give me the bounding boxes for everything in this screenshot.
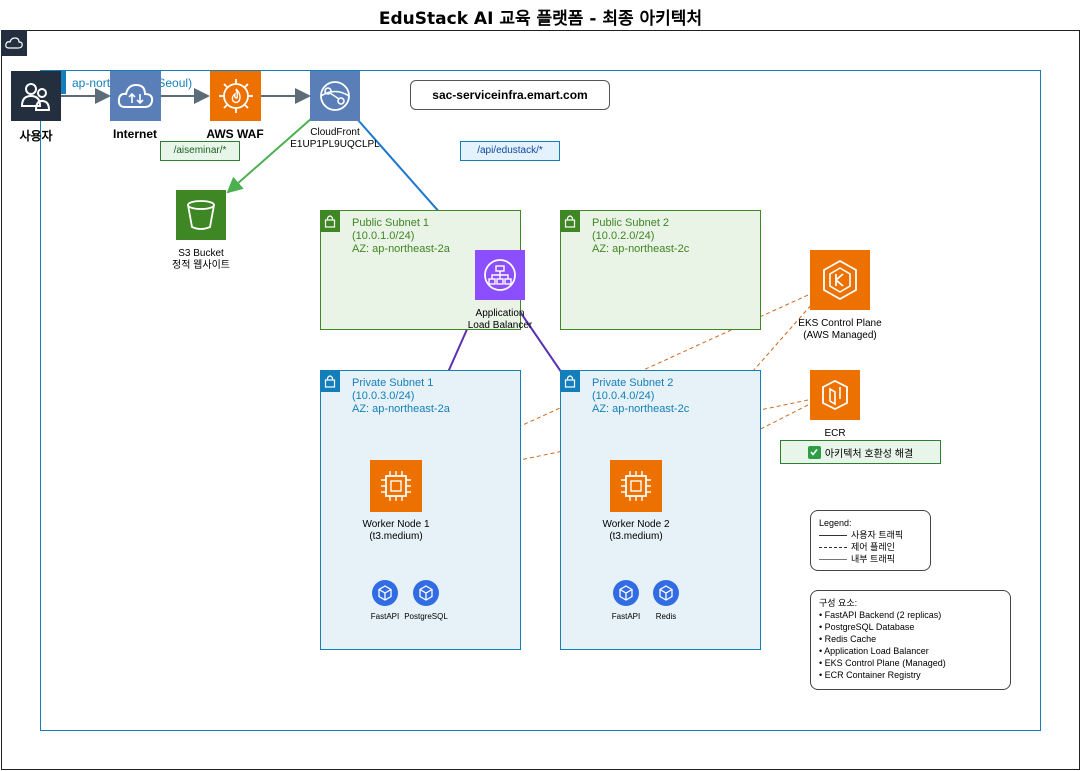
kubernetes-pod-icon — [613, 580, 639, 606]
public-subnet-1-cidr: (10.0.1.0/24) — [352, 230, 415, 242]
cloudfront-label: CloudFront E1UP1PL9UQCLPL — [275, 127, 395, 151]
diagram-title: EduStack AI 교육 플랫폼 - 최종 아키텍처 — [378, 9, 703, 29]
pod-label: FastAPI — [611, 612, 641, 621]
legend-box: Legend: 사용자 트래픽 제어 플레인 내부 트래픽 — [810, 510, 931, 571]
path-tag-aiseminar: /aiseminar/* — [160, 141, 240, 161]
private-subnet-2-name: Private Subnet 2 — [592, 377, 674, 389]
public-subnet-2 — [560, 210, 761, 330]
lock-icon — [560, 210, 580, 232]
waf-label: AWS WAF — [206, 127, 264, 141]
ec2-instance-icon — [610, 460, 662, 512]
alb-label: Application Load Balancer — [440, 308, 560, 332]
legend-item-label: 사용자 트래픽 — [851, 530, 904, 540]
users-icon — [11, 71, 61, 121]
s3-bucket-icon — [176, 190, 226, 240]
private-subnet-1-cidr: (10.0.3.0/24) — [352, 390, 415, 402]
ec2-instance-icon — [370, 460, 422, 512]
lock-icon — [320, 210, 340, 232]
compat-status-text: 아키텍처 호환성 해결 — [824, 448, 914, 460]
public-subnet-2-label: Public Subnet 2 (10.0.2.0/24) AZ: ap-nor… — [592, 217, 689, 256]
kubernetes-pod-icon — [372, 580, 398, 606]
worker-node-1-label: Worker Node 1 (t3.medium) — [336, 519, 456, 543]
component-item: • FastAPI Backend (2 replicas) — [819, 610, 942, 620]
component-item: • EKS Control Plane (Managed) — [819, 658, 946, 668]
internet-label: Internet — [112, 127, 157, 141]
domain-box: sac-serviceinfra.emart.com — [410, 80, 610, 110]
cloudfront-name: CloudFront — [310, 127, 360, 138]
cloudfront-icon — [310, 71, 360, 121]
public-subnet-1-az: AZ: ap-northeast-2a — [352, 243, 450, 255]
ecr-icon — [810, 370, 860, 420]
legend-item-label: 제어 플레인 — [851, 542, 895, 552]
load-balancer-icon — [475, 250, 525, 300]
private-subnet-1-az: AZ: ap-northeast-2a — [352, 403, 450, 415]
check-icon — [807, 445, 821, 459]
lock-icon — [320, 370, 340, 392]
cloudfront-id: E1UP1PL9UQCLPL — [290, 139, 380, 150]
pod-label: Redis — [655, 612, 677, 621]
legend-item: 제어 플레인 — [819, 541, 922, 553]
private-subnet-2-label: Private Subnet 2 (10.0.4.0/24) AZ: ap-no… — [592, 377, 689, 416]
aws-cloud-group — [1, 30, 1080, 770]
private-subnet-1-label: Private Subnet 1 (10.0.3.0/24) AZ: ap-no… — [352, 377, 450, 416]
worker-node-2-name: Worker Node 2 — [602, 519, 670, 530]
ecr-label: ECR — [824, 428, 846, 439]
eks-label: EKS Control Plane (AWS Managed) — [780, 318, 900, 342]
components-box: 구성 요소: • FastAPI Backend (2 replicas) • … — [810, 590, 1011, 690]
edge-cloudfront-s3 — [226, 117, 313, 194]
components-title: 구성 요소: — [819, 598, 858, 608]
component-item: • PostgreSQL Database — [819, 622, 915, 632]
user-label: 사용자 — [19, 129, 53, 143]
alb-name-2: Load Balancer — [467, 320, 533, 331]
lock-icon — [560, 370, 580, 392]
legend-item: 내부 트래픽 — [819, 553, 922, 565]
public-subnet-1-name: Public Subnet 1 — [352, 217, 430, 229]
kubernetes-pod-icon — [413, 580, 439, 606]
eks-icon — [810, 250, 870, 310]
worker-node-1-type: (t3.medium) — [369, 531, 423, 542]
eks-desc: (AWS Managed) — [803, 330, 877, 341]
alb-name-1: Application — [475, 308, 525, 319]
s3-name: S3 Bucket — [178, 248, 224, 259]
private-subnet-1-name: Private Subnet 1 — [352, 377, 434, 389]
worker-node-1-name: Worker Node 1 — [362, 519, 430, 530]
s3-desc: 정적 웹사이트 — [172, 260, 230, 271]
s3-label: S3 Bucket 정적 웹사이트 — [141, 248, 261, 272]
internet-cloud-icon — [110, 71, 161, 121]
legend-title: Legend: — [819, 518, 852, 528]
region-group — [40, 70, 1041, 731]
path-tag-api: /api/edustack/* — [460, 141, 560, 161]
kubernetes-pod-icon — [653, 580, 679, 606]
public-subnet-2-az: AZ: ap-northeast-2c — [592, 243, 690, 255]
public-subnet-2-cidr: (10.0.2.0/24) — [592, 230, 655, 242]
public-subnet-1-label: Public Subnet 1 (10.0.1.0/24) AZ: ap-nor… — [352, 217, 450, 256]
waf-firewall-icon — [210, 71, 261, 121]
worker-node-2-label: Worker Node 2 (t3.medium) — [576, 519, 696, 543]
private-subnet-2-az: AZ: ap-northeast-2c — [592, 403, 690, 415]
public-subnet-2-name: Public Subnet 2 — [592, 217, 670, 229]
component-item: • Application Load Balancer — [819, 646, 929, 656]
compat-status-badge: 아키텍처 호환성 해결 — [780, 440, 941, 464]
pod-label: PostgreSQL — [404, 612, 448, 621]
component-item: • ECR Container Registry — [819, 670, 921, 680]
private-subnet-2-cidr: (10.0.4.0/24) — [592, 390, 655, 402]
pod-label: FastAPI — [370, 612, 400, 621]
eks-name: EKS Control Plane — [798, 318, 882, 329]
component-item: • Redis Cache — [819, 634, 877, 644]
worker-node-2-type: (t3.medium) — [609, 531, 663, 542]
aws-cloud-icon — [1, 30, 27, 56]
legend-item: 사용자 트래픽 — [819, 529, 922, 541]
legend-item-label: 내부 트래픽 — [851, 554, 895, 564]
